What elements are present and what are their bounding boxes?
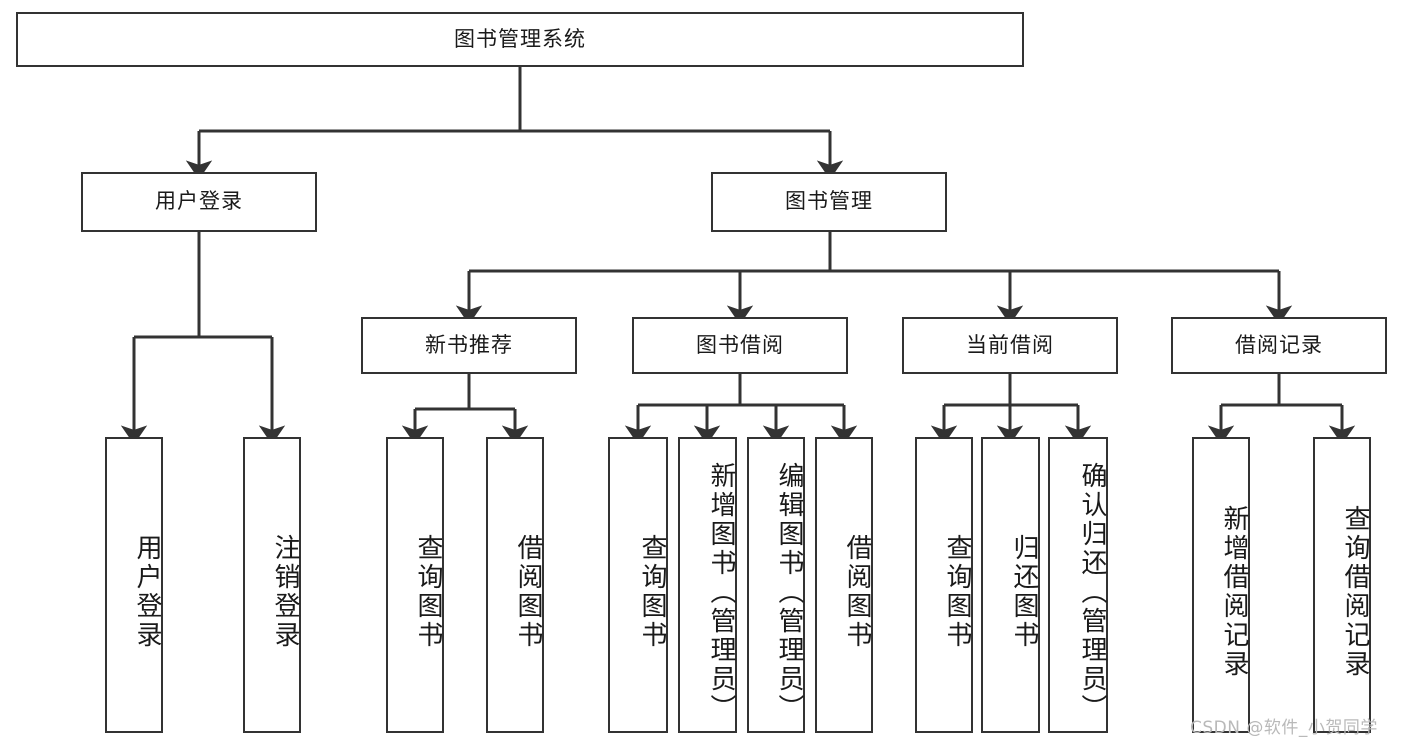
- node-book-manage[interactable]: 图书管理: [711, 172, 947, 232]
- node-leaf-confirm-return-admin-label: 确认归还（管理员）: [1077, 461, 1107, 723]
- node-leaf-query-borrow-record[interactable]: 查询借阅记录: [1313, 437, 1371, 733]
- node-leaf-user-login-label: 用户登录: [132, 534, 162, 650]
- node-leaf-return-book[interactable]: 归还图书: [981, 437, 1040, 733]
- node-book-borrow[interactable]: 图书借阅: [632, 317, 848, 374]
- node-leaf-add-book-admin-label: 新增图书（管理员）: [706, 461, 736, 723]
- node-leaf-return-book-label: 归还图书: [1009, 534, 1039, 650]
- node-leaf-borrow-book-recommend[interactable]: 借阅图书: [486, 437, 544, 733]
- node-user-login-label: 用户登录: [155, 189, 243, 214]
- node-borrow-record-label: 借阅记录: [1235, 332, 1323, 357]
- node-current-borrow-label: 当前借阅: [966, 332, 1054, 357]
- node-leaf-logout-login-label: 注销登录: [270, 534, 300, 650]
- node-borrow-record[interactable]: 借阅记录: [1171, 317, 1387, 374]
- node-new-book-recommend-label: 新书推荐: [425, 332, 513, 357]
- node-leaf-add-borrow-record-label: 新增借阅记录: [1219, 505, 1249, 679]
- node-leaf-edit-book-admin-label: 编辑图书（管理员）: [774, 461, 804, 723]
- node-leaf-add-book-admin[interactable]: 新增图书（管理员）: [678, 437, 737, 733]
- node-leaf-query-book-current[interactable]: 查询图书: [915, 437, 973, 733]
- node-leaf-borrow-book[interactable]: 借阅图书: [815, 437, 873, 733]
- node-leaf-add-borrow-record[interactable]: 新增借阅记录: [1192, 437, 1250, 733]
- node-new-book-recommend[interactable]: 新书推荐: [361, 317, 577, 374]
- node-root[interactable]: 图书管理系统: [16, 12, 1024, 67]
- node-user-login[interactable]: 用户登录: [81, 172, 317, 232]
- node-current-borrow[interactable]: 当前借阅: [902, 317, 1118, 374]
- node-leaf-logout-login[interactable]: 注销登录: [243, 437, 301, 733]
- node-book-manage-label: 图书管理: [785, 189, 873, 214]
- node-book-borrow-label: 图书借阅: [696, 332, 784, 357]
- node-leaf-borrow-book-label: 借阅图书: [842, 534, 872, 650]
- node-leaf-query-book-recommend-label: 查询图书: [413, 534, 443, 650]
- node-leaf-borrow-book-recommend-label: 借阅图书: [513, 534, 543, 650]
- node-leaf-edit-book-admin[interactable]: 编辑图书（管理员）: [747, 437, 805, 733]
- node-leaf-query-book-borrow-label: 查询图书: [637, 534, 667, 650]
- csdn-watermark: CSDN @软件_小贺同学: [1190, 718, 1378, 738]
- node-leaf-confirm-return-admin[interactable]: 确认归还（管理员）: [1048, 437, 1108, 733]
- node-leaf-query-borrow-record-label: 查询借阅记录: [1340, 505, 1370, 679]
- node-leaf-query-book-recommend[interactable]: 查询图书: [386, 437, 444, 733]
- node-leaf-query-book-borrow[interactable]: 查询图书: [608, 437, 668, 733]
- node-root-label: 图书管理系统: [454, 26, 586, 51]
- node-leaf-user-login[interactable]: 用户登录: [105, 437, 163, 733]
- node-leaf-query-book-current-label: 查询图书: [942, 534, 972, 650]
